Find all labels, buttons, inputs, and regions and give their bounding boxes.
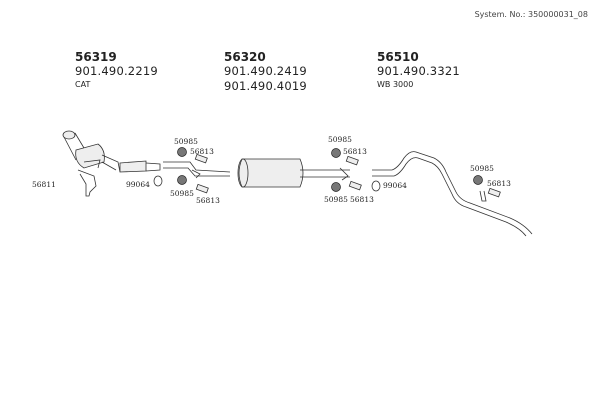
oem-number: 901.490.3321 [377,64,460,78]
front-pipe [119,160,147,173]
part-group-56510: 56510 901.490.3321 WB 3000 [377,50,460,91]
callout-56811: 56811 [32,180,56,189]
callout-50985: 50985 [324,195,348,204]
clamp-icon [153,175,163,187]
holder-icon [194,153,208,164]
part-number: 56319 [75,50,117,64]
clamp-icon [371,180,381,192]
system-number: System. No.: 350000031_08 [474,10,588,19]
callout-99064: 99064 [126,180,150,189]
callout-99064: 99064 [383,181,407,190]
part-note: WB 3000 [377,80,414,89]
oem-number: 901.490.2419 [224,64,307,78]
holder-icon [195,183,209,194]
holder-icon [348,180,362,191]
part-group-56320: 56320 901.490.2419 901.490.4019 [224,50,307,94]
rubber-mount-icon [331,148,341,158]
rubber-mount-icon [177,147,187,157]
part-note: CAT [75,80,91,89]
muffler [237,158,350,188]
part-group-56319: 56319 901.490.2219 CAT [75,50,158,91]
oem-number: 901.490.4019 [224,79,307,93]
bracket-56811 [77,169,97,197]
callout-56813: 56813 [350,195,374,204]
callout-50985: 50985 [174,137,198,146]
callout-56813: 56813 [190,147,214,156]
rubber-mount-icon [331,182,341,192]
callout-50985: 50985 [470,164,494,173]
callout-56813: 56813 [487,179,511,188]
callout-56813: 56813 [196,196,220,205]
catalytic-converter [62,130,121,173]
holder-icon [487,187,501,198]
rear-pipe [372,151,533,237]
part-number: 56510 [377,50,419,64]
callout-50985: 50985 [170,189,194,198]
callout-56813: 56813 [343,147,367,156]
rubber-mount-icon [177,175,187,185]
oem-number: 901.490.2219 [75,64,158,78]
holder-icon [345,155,359,166]
part-number: 56320 [224,50,266,64]
rubber-mount-icon [473,175,483,185]
callout-50985: 50985 [328,135,352,144]
